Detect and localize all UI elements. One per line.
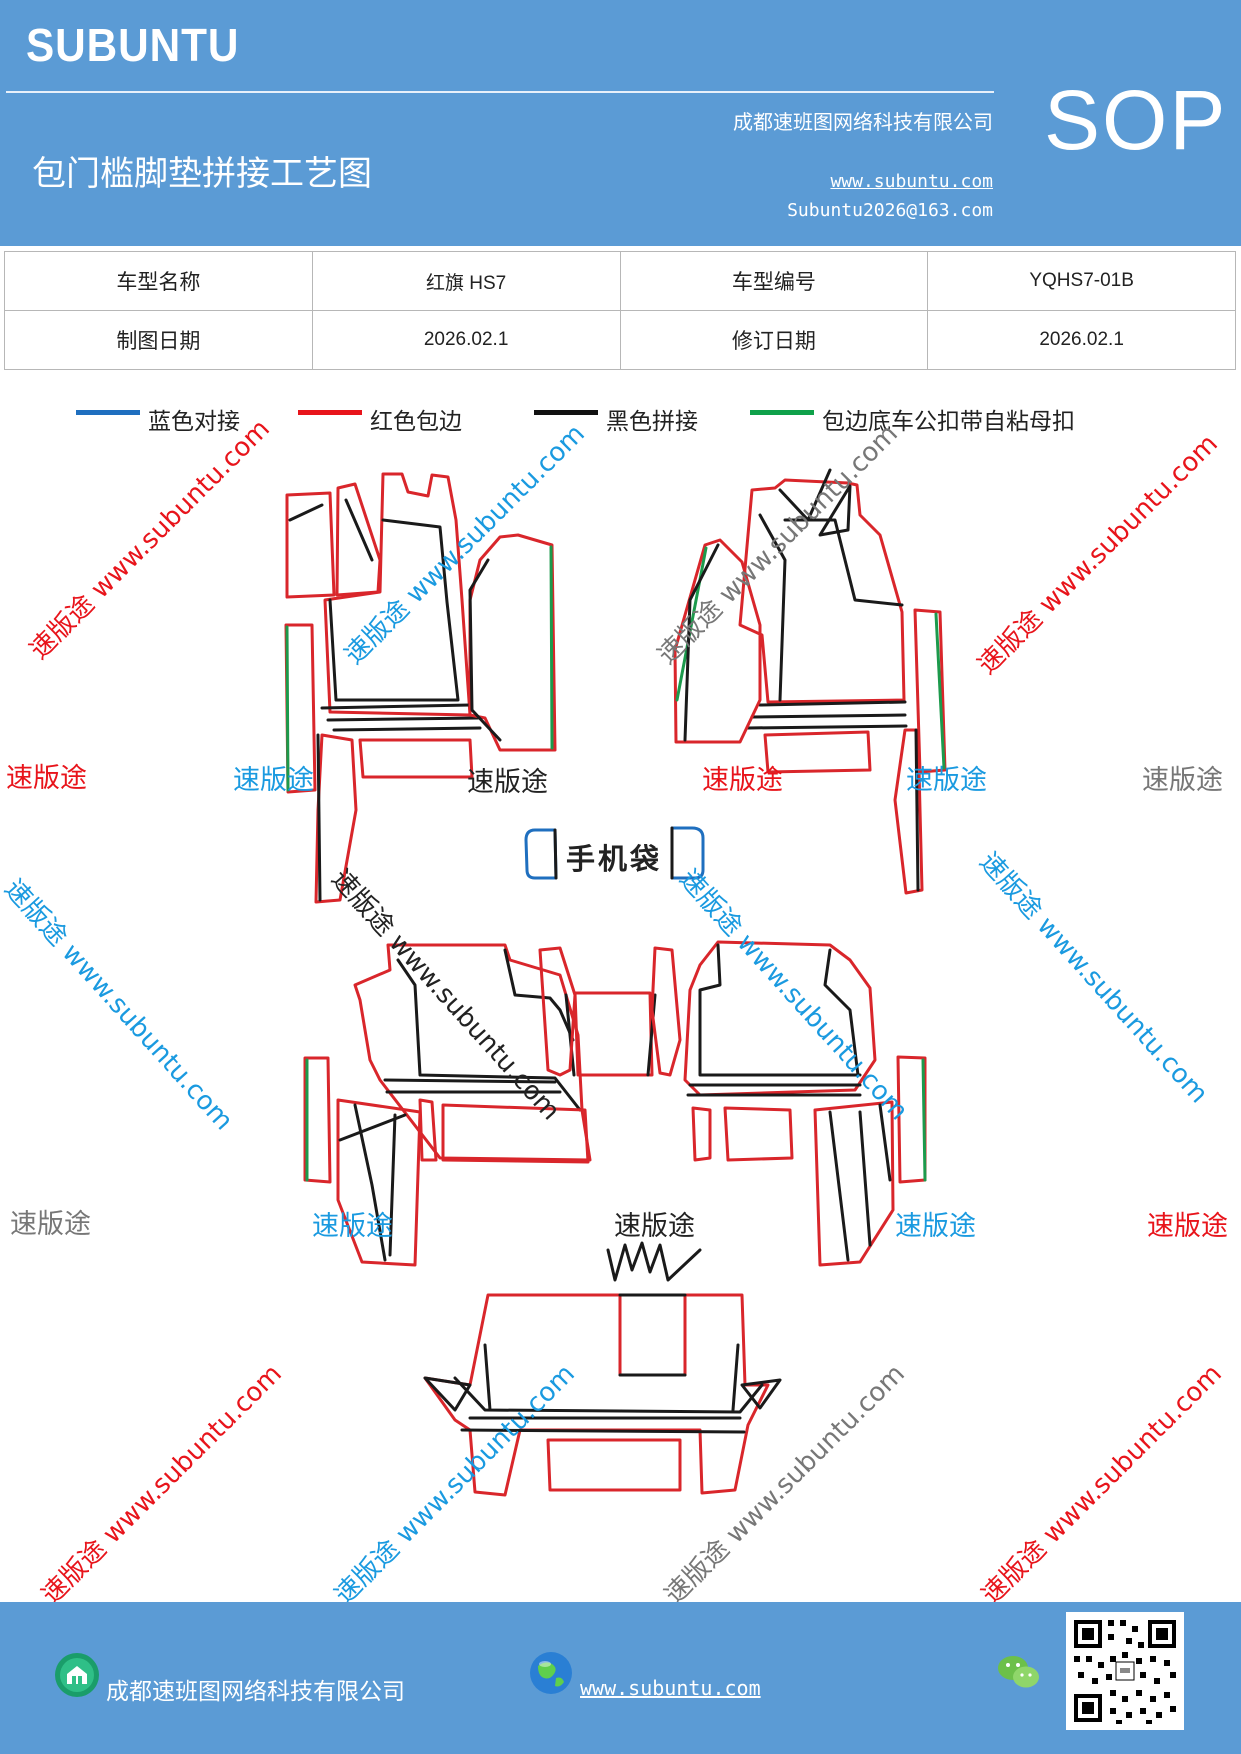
legend-black: 黑色拼接	[534, 402, 698, 436]
legend-swatch-black	[534, 409, 598, 415]
header-website-link[interactable]: www.subuntu.com	[830, 171, 993, 192]
watermark-label: 速版途	[1142, 765, 1223, 796]
wechat-icon[interactable]	[996, 1652, 1042, 1692]
front-right-mat	[673, 468, 947, 895]
table-cell-label: 车型名称	[4, 251, 313, 311]
phone-bag	[524, 826, 705, 880]
legend-swatch-red	[298, 409, 362, 415]
table-cell-label: 修订日期	[619, 310, 929, 370]
phone-bag-label: 手机袋	[566, 842, 663, 876]
rear-right-mat	[683, 940, 927, 1267]
watermark-label: 速版途	[906, 765, 987, 796]
watermark-label: 速版途	[895, 1211, 976, 1242]
legend-swatch-green	[750, 409, 814, 415]
watermark-label: 速版途	[614, 1211, 695, 1242]
watermark-label: 速版途	[1147, 1211, 1228, 1242]
table-cell-label: 车型编号	[619, 251, 929, 311]
rear-center-hump	[538, 946, 682, 1077]
table-cell-value: YQHS7-01B	[927, 251, 1236, 311]
table-cell-value: 2026.02.1	[311, 310, 621, 370]
legend-blue: 蓝色对接	[76, 402, 240, 436]
legend-label: 红色包边	[370, 409, 462, 435]
footer-website-link[interactable]: www.subuntu.com	[580, 1676, 761, 1700]
watermark-label: 速版途	[312, 1211, 393, 1242]
brand-logo: SUBUNTU	[26, 19, 240, 71]
legend-red: 红色包边	[298, 402, 462, 436]
sop-badge: SOP	[1044, 73, 1228, 167]
legend-green: 包边底车公扣带自粘母扣	[750, 402, 1075, 436]
front-left-mat	[284, 472, 557, 904]
header-banner	[0, 0, 1241, 246]
watermark-label: 速版途	[6, 763, 87, 794]
legend-label: 包边底车公扣带自粘母扣	[822, 409, 1075, 435]
trunk-mat	[423, 1241, 782, 1497]
vehicle-info-table: 车型名称 红旗 HS7 车型编号 YQHS7-01B 制图日期 2026.02.…	[4, 251, 1236, 370]
globe-icon	[530, 1652, 572, 1694]
table-row: 制图日期 2026.02.1 修订日期 2026.02.1	[4, 310, 1236, 370]
table-cell-value: 红旗 HS7	[311, 251, 621, 311]
header-divider	[6, 91, 994, 93]
watermark-label: 速版途	[702, 765, 783, 796]
page-title: 包门槛脚垫拼接工艺图	[32, 154, 372, 194]
legend-swatch-blue	[76, 409, 140, 415]
rear-left-mat	[303, 943, 592, 1267]
qr-code	[1066, 1612, 1184, 1730]
header-company: 成都速班图网络科技有限公司	[733, 110, 993, 134]
watermark-label: 速版途	[10, 1209, 91, 1240]
table-cell-value: 2026.02.1	[927, 310, 1236, 370]
footer-company: 成都速班图网络科技有限公司	[106, 1679, 405, 1705]
watermark-label: 速版途	[467, 767, 548, 798]
watermark-label: 速版途	[233, 765, 314, 796]
building-icon	[55, 1653, 99, 1697]
table-row: 车型名称 红旗 HS7 车型编号 YQHS7-01B	[4, 251, 1236, 311]
legend-label: 蓝色对接	[148, 409, 240, 435]
header-email: Subuntu2026@163.com	[787, 200, 993, 221]
table-cell-label: 制图日期	[4, 310, 313, 370]
legend-label: 黑色拼接	[606, 409, 698, 435]
